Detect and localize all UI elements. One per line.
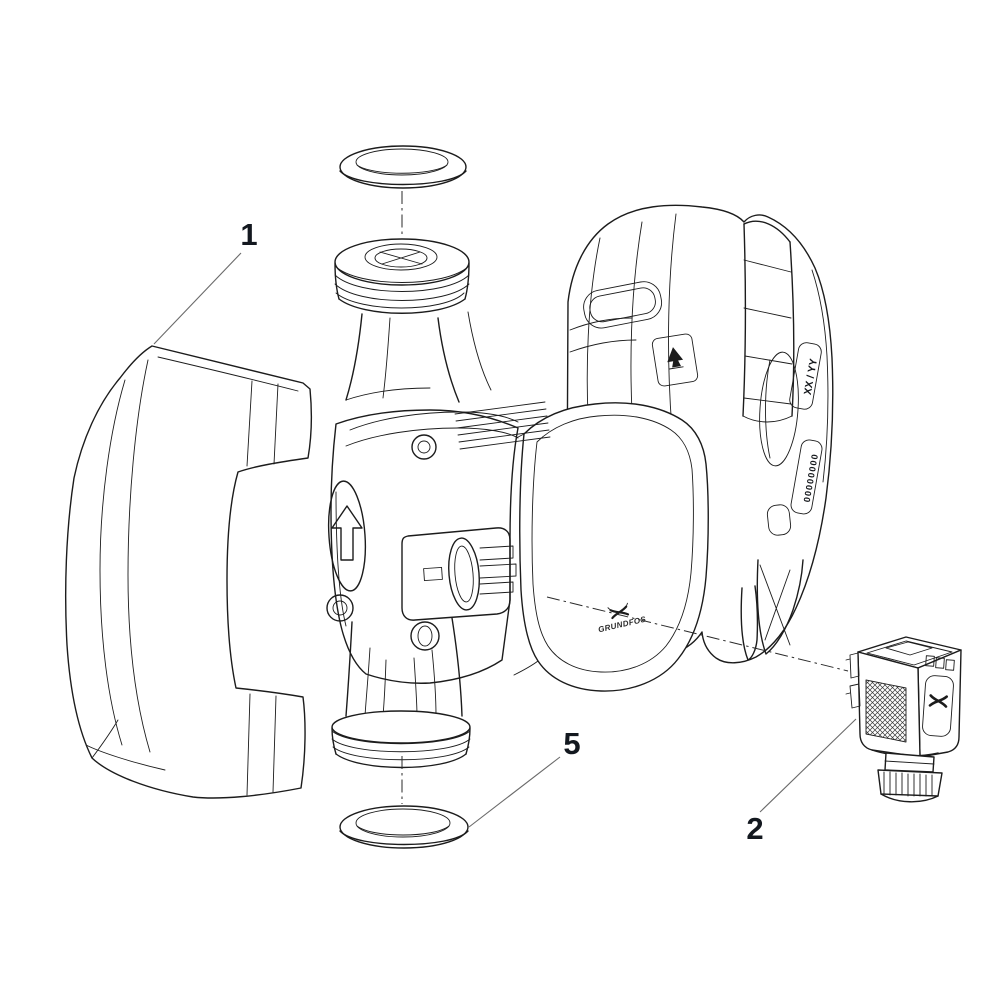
motor-fins <box>454 401 551 450</box>
upper-neck <box>345 311 492 403</box>
recycling-icon <box>651 333 699 387</box>
flow-arrow-icon <box>331 505 363 561</box>
top-gasket <box>339 145 467 189</box>
alpha-plug <box>845 636 962 803</box>
flow-arrow-plate <box>327 480 367 592</box>
lower-neck <box>345 617 463 717</box>
callout-leader-1 <box>153 252 242 345</box>
electrical-socket <box>401 527 517 621</box>
union-flange-bottom <box>331 710 471 769</box>
callouts: 1 2 5 <box>153 217 857 846</box>
callout-label-5: 5 <box>563 726 580 761</box>
callout-label-2: 2 <box>746 811 763 846</box>
shell-feet <box>599 504 804 661</box>
union-flange-top <box>334 238 470 314</box>
plug-clips <box>845 652 861 709</box>
clip-tower <box>742 220 795 423</box>
handle-cutout <box>583 281 663 329</box>
front-insulation-shell <box>64 345 313 799</box>
bottom-gasket <box>339 805 469 849</box>
type-plate: XX / YY <box>789 342 822 410</box>
callout-label-1: 1 <box>240 217 257 252</box>
pump-body <box>326 311 551 717</box>
terminal-marks <box>925 655 955 671</box>
callout-leader-2 <box>759 718 857 813</box>
callout-leader-5 <box>468 756 561 828</box>
center-lines <box>401 191 849 804</box>
cable-gland <box>871 749 943 803</box>
pump-head: GRUNDFOS <box>502 402 709 692</box>
plug-logo-plate <box>922 675 954 737</box>
grundfos-x-icon <box>928 694 948 708</box>
bolt-bosses <box>326 434 440 651</box>
